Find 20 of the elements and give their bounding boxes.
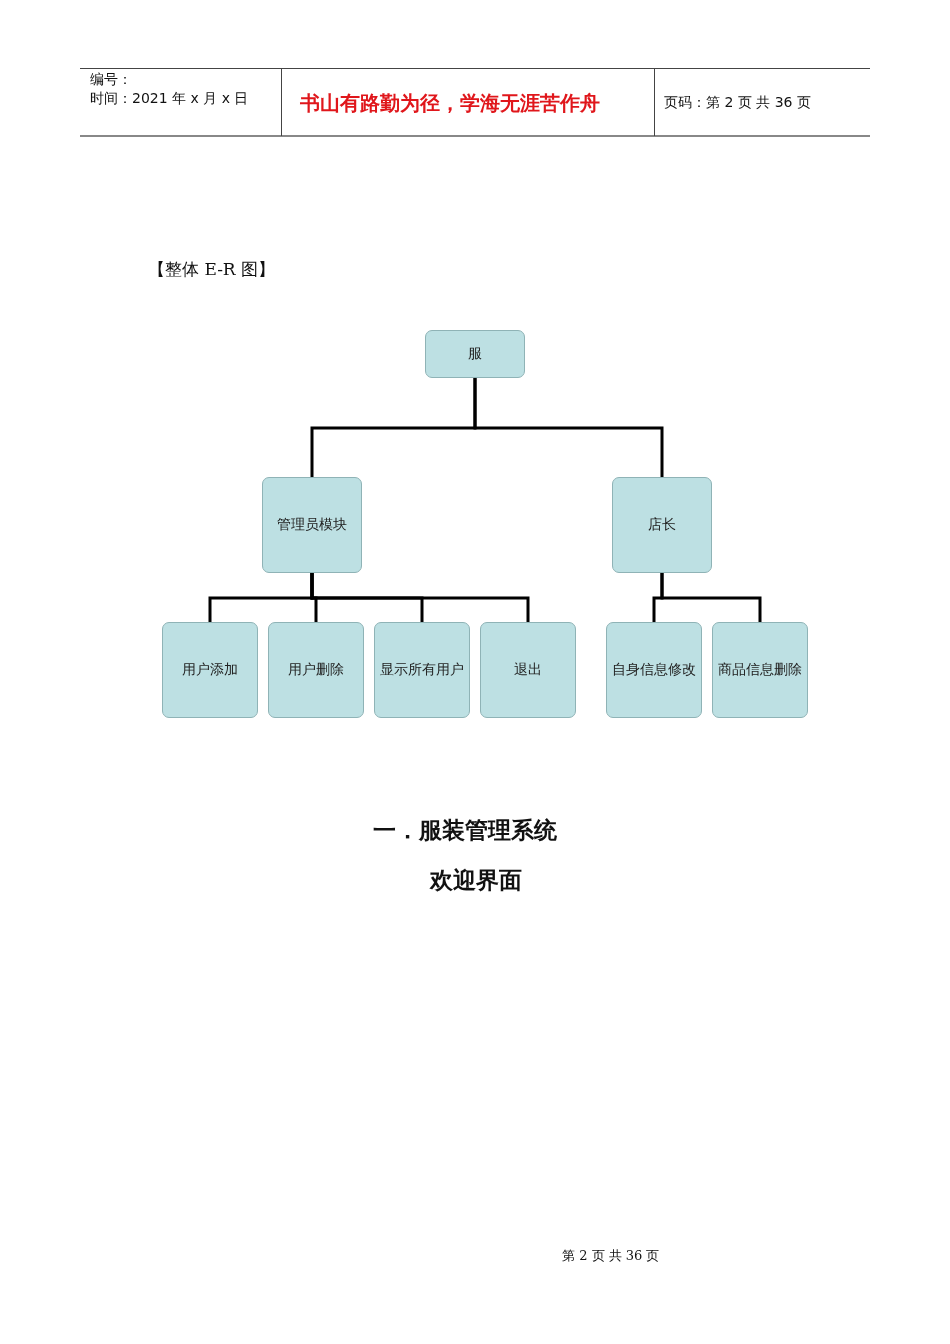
function-box: 用户添加 [162, 622, 258, 718]
function-box: 商品信息删除 [712, 622, 808, 718]
function-box: 显示所有用户 [374, 622, 470, 718]
motto-text: 书山有路勤为径，学海无涯苦作舟 [300, 90, 600, 117]
function-box: 用户删除 [268, 622, 364, 718]
function-box: 自身信息修改 [606, 622, 702, 718]
connector-line [473, 378, 664, 477]
subsection-heading: 欢迎界面 [430, 866, 522, 895]
page-footer: 第 2 页 共 36 页 [562, 1247, 660, 1265]
page-number-text: 页码：第 2 页 共 36 页 [664, 94, 811, 112]
system-box: 服 [425, 330, 525, 378]
connector-line [310, 573, 530, 622]
date-text: 时间：2021 年 x 月 x 日 [90, 90, 249, 108]
connector-line [660, 573, 762, 622]
module-box: 管理员模块 [262, 477, 362, 573]
section-heading: 【整体 E-R 图】 [148, 258, 276, 281]
chapter-heading: 一．服装管理系统 [373, 816, 557, 845]
module-box: 店长 [612, 477, 712, 573]
function-box: 退出 [480, 622, 576, 718]
number-field-label: 编号： [90, 71, 132, 89]
